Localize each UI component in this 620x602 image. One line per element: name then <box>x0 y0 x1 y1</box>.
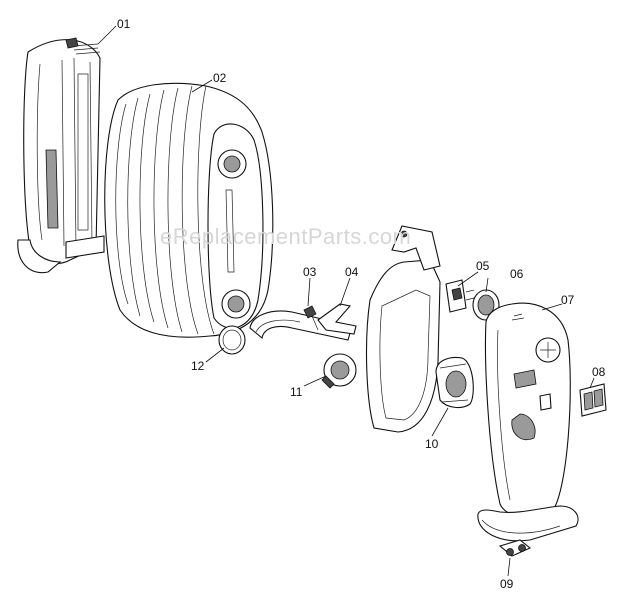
base-plate <box>477 505 579 542</box>
part-01-left-housing[interactable] <box>17 37 105 274</box>
part-02-radiator-body[interactable] <box>104 82 274 338</box>
callout-03: 03 <box>303 265 317 279</box>
inner-frame <box>365 225 441 433</box>
callout-leaders <box>97 25 595 577</box>
callout-02: 02 <box>213 71 227 85</box>
part-09-caster[interactable] <box>498 539 532 557</box>
callout-04: 04 <box>345 265 359 279</box>
callout-06: 06 <box>510 267 524 281</box>
callout-08: 08 <box>592 365 606 379</box>
part-05-terminal-block[interactable] <box>445 279 475 313</box>
part-04-bracket[interactable] <box>317 303 357 335</box>
callout-01: 01 <box>117 17 131 31</box>
callout-07: 07 <box>561 293 575 307</box>
callout-05: 05 <box>476 259 490 273</box>
callout-12: 12 <box>191 359 205 373</box>
callout-09: 09 <box>500 577 514 591</box>
watermark-text: eReplacementParts.com <box>160 224 411 249</box>
callout-11: 11 <box>290 385 303 399</box>
part-07-front-housing[interactable] <box>484 302 571 519</box>
part-11-heating-element[interactable] <box>249 310 357 389</box>
part-10-thermostat[interactable] <box>435 356 474 409</box>
part-08-rocker-switch[interactable] <box>579 383 607 417</box>
part-12-gasket-ring[interactable] <box>218 325 246 355</box>
callout-10: 10 <box>425 437 439 451</box>
part-03-screw[interactable] <box>303 305 319 331</box>
